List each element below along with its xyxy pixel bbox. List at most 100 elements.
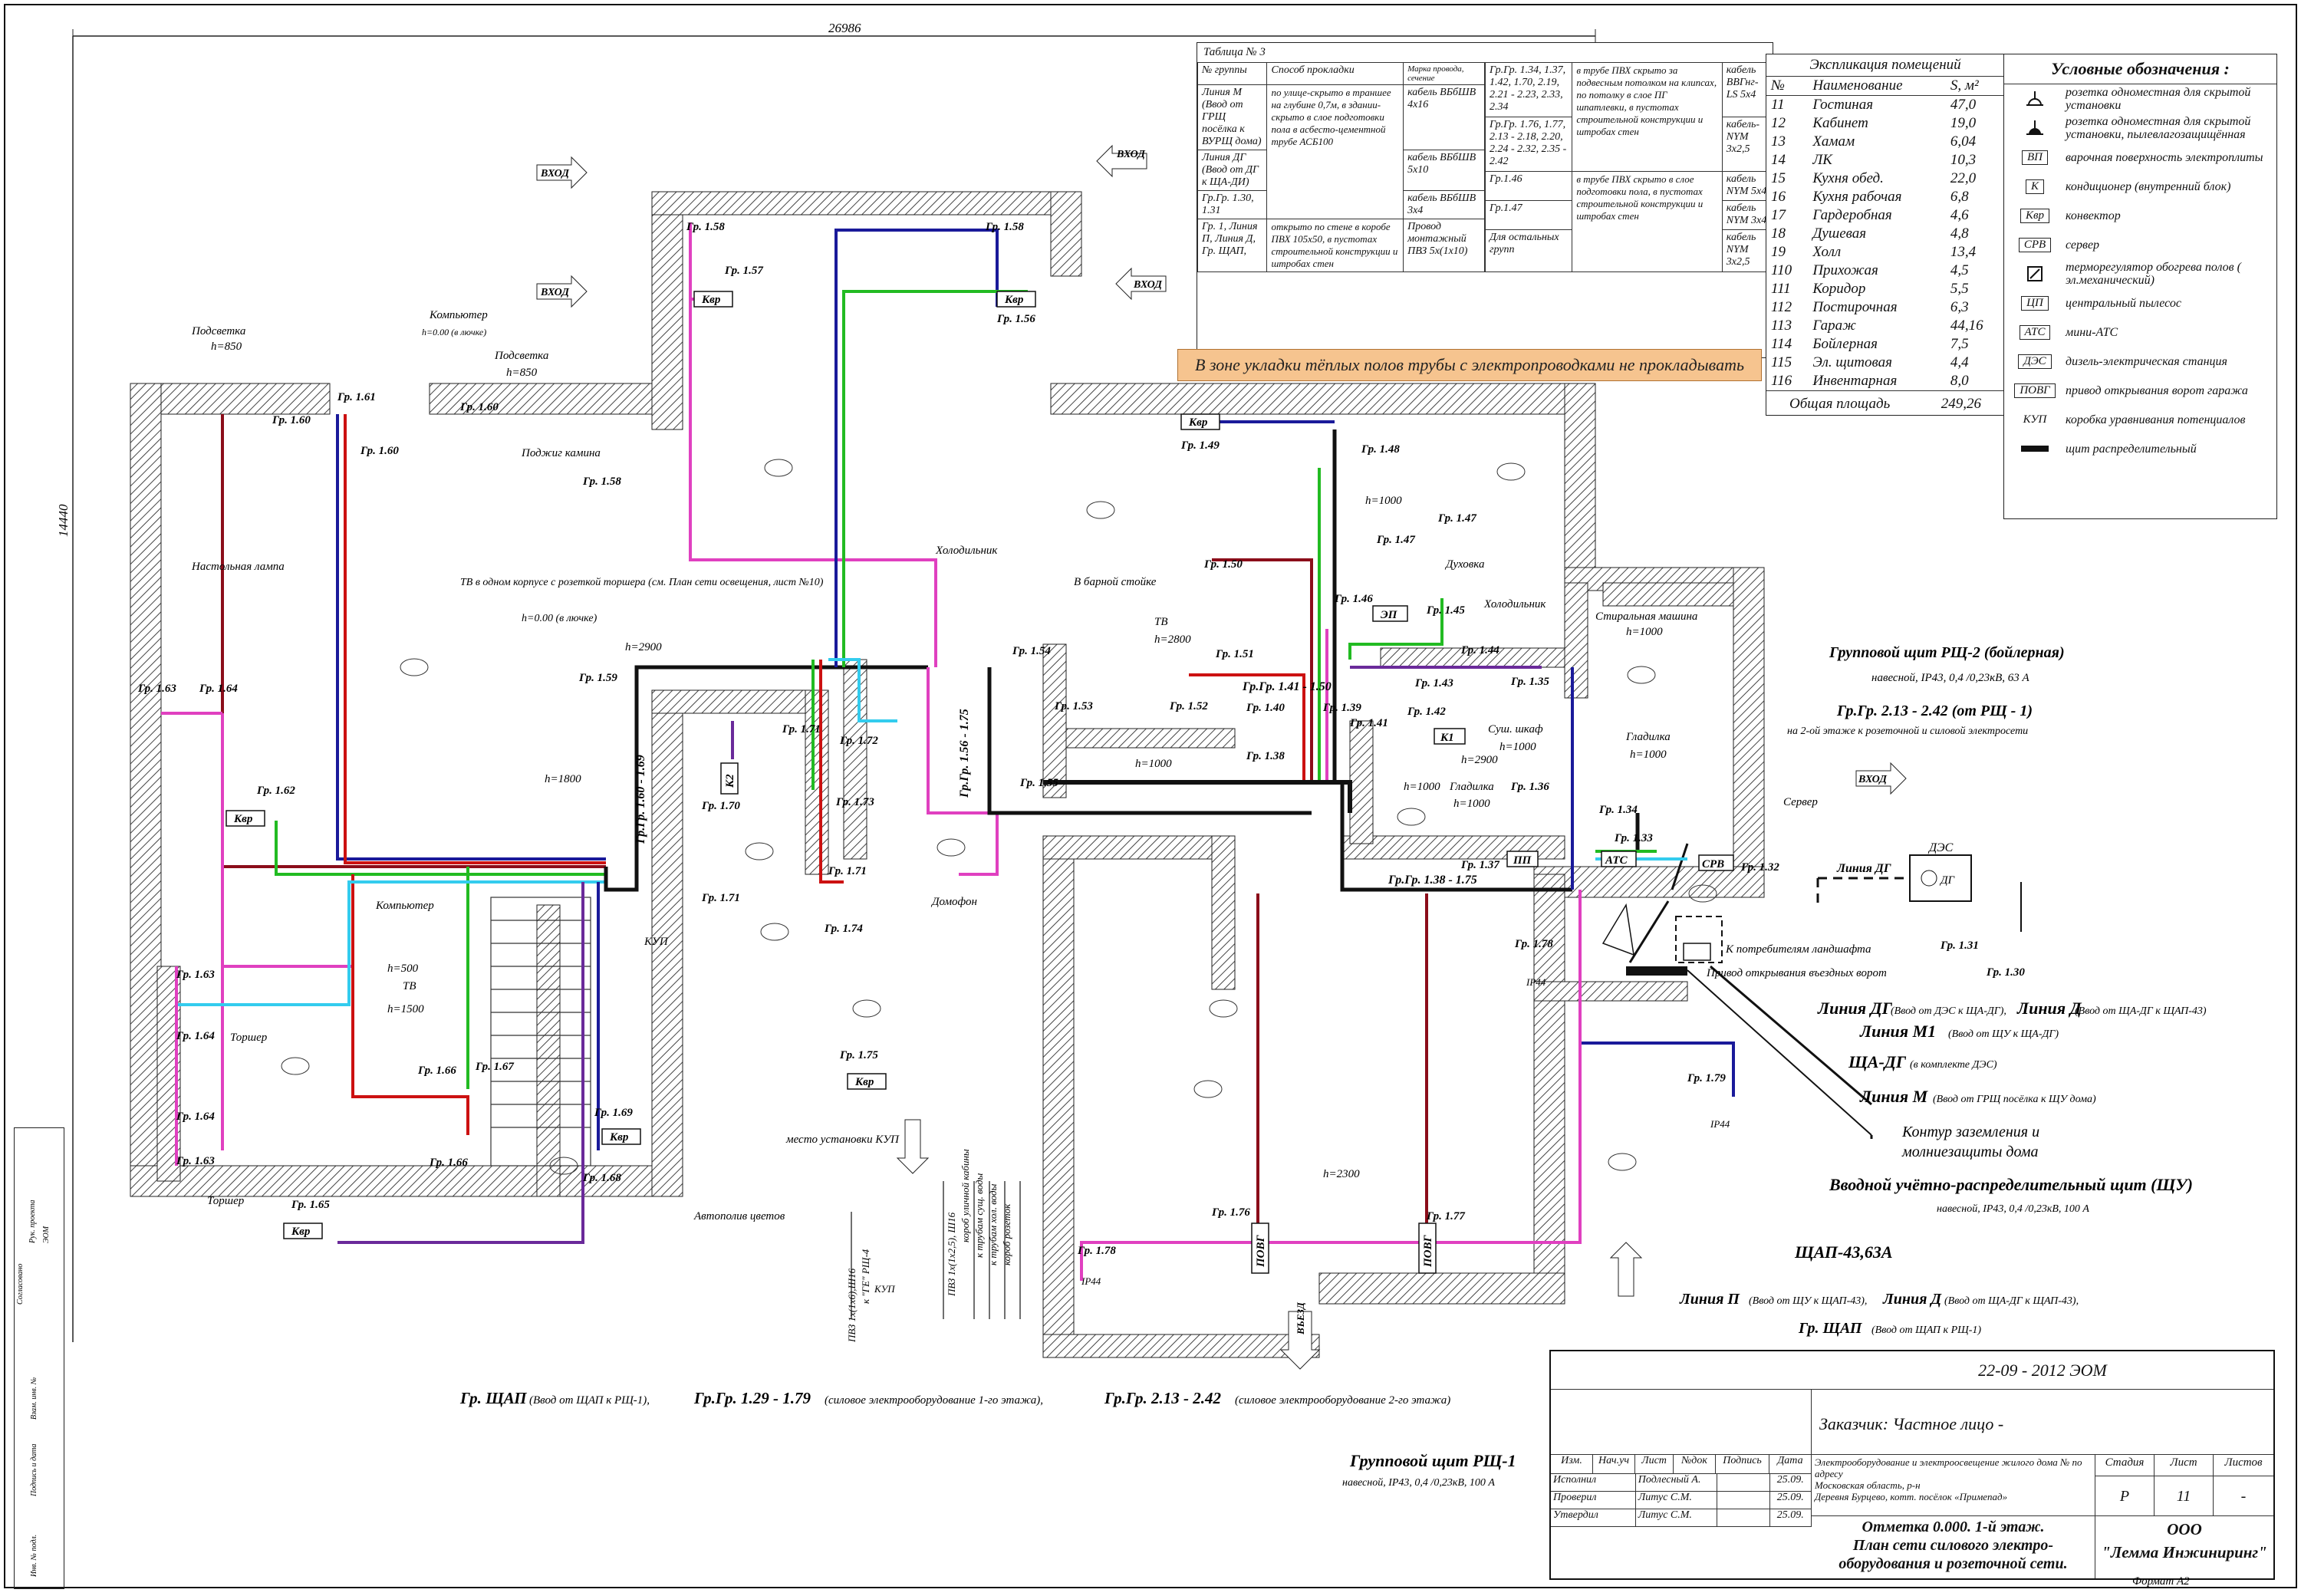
table-cell: Провод монтажный ПВЗ 5х(1х10) <box>1403 219 1485 272</box>
svg-text:к трубам хол. воды: к трубам хол. воды <box>987 1183 999 1265</box>
svg-text:(Ввод от ЩА-ДГ к ЩАП-43): (Ввод от ЩА-ДГ к ЩАП-43) <box>2075 1005 2207 1017</box>
explication-cell: Хамам <box>1812 133 1855 150</box>
label-gladilka: Гладилка <box>1449 781 1494 793</box>
legend-item: розетка одноместная для скрытой установк… <box>2004 114 2276 143</box>
svg-text:(Ввод от ЩА-ДГ к ЩАП-43),: (Ввод от ЩА-ДГ к ЩАП-43), <box>1944 1295 2079 1307</box>
svg-text:h=500: h=500 <box>387 963 419 975</box>
svg-text:Квр: Квр <box>233 813 253 825</box>
legend-symbol: АТС <box>2004 324 2066 340</box>
svg-text:(в комплекте ДЭС): (в комплекте ДЭС) <box>1910 1059 1997 1071</box>
note-gate: Привод открывания въездных ворот <box>1706 967 1887 979</box>
drive-arrow: ВЪЕЗД <box>1279 1301 1321 1370</box>
entry-arrow <box>1609 1242 1643 1297</box>
wall <box>1602 582 1734 607</box>
table-cell: в трубе ПВХ скрыто за подвесным потолком… <box>1572 61 1723 173</box>
legend-text: дизель-электрическая станция <box>2066 354 2227 368</box>
explication-cell: 17 <box>1771 207 1786 223</box>
svg-text:навесной, IP43, 0,4 /0,23кВ, 6: навесной, IP43, 0,4 /0,23кВ, 63 А <box>1871 672 2030 684</box>
table-cell: кабель ВБбШВ 4х16 <box>1403 84 1485 150</box>
svg-text:короб уличной кабины: короб уличной кабины <box>960 1149 971 1242</box>
stamp-role: Исполнил <box>1551 1474 1636 1491</box>
table-cell: Гр.1.46 <box>1484 171 1573 202</box>
explication-cell: 10,3 <box>1950 152 1977 168</box>
label-torsher: Торшер <box>230 1032 268 1044</box>
legend-text: центральный пылесос <box>2066 296 2181 310</box>
devices: Квр Квр Квр Квр Квр Квр Квр К2 К1 ЭП ПП … <box>225 291 1734 1274</box>
explication-cell: 18 <box>1771 225 1786 242</box>
device-ats: АТС <box>1601 851 1637 867</box>
explication-cell: 114 <box>1771 336 1792 352</box>
wall <box>1065 728 1236 749</box>
label-avtopoliv: Автополив цветов <box>693 1210 785 1223</box>
group-label: Гр. 1.75 <box>839 1049 878 1061</box>
wall <box>429 383 660 415</box>
table-cell: кабель NYM 5х4 <box>1721 171 1773 202</box>
svg-text:короб розеток: короб розеток <box>1001 1203 1012 1265</box>
sheet-frame <box>4 4 2297 1588</box>
explication-cell: 22,0 <box>1950 170 1977 186</box>
label-tv-note: ТВ в одном корпусе с розеткой торшера (с… <box>460 577 824 588</box>
svg-text:К1: К1 <box>1440 732 1454 744</box>
group-label: Гр. 1.55 <box>1019 777 1058 789</box>
dimension-height: 14440 <box>56 36 74 1342</box>
note-gr-schap: Гр. ЩАП <box>1798 1320 1863 1337</box>
sheet-label: Лист <box>2155 1455 2214 1476</box>
svg-text:ВХОД: ВХОД <box>540 287 569 298</box>
explication-cell: 4,8 <box>1950 225 1969 242</box>
svg-text:h=1000: h=1000 <box>1365 495 1402 507</box>
device-povg: ПОВГ <box>1251 1223 1269 1274</box>
group-label: Гр. 1.78 <box>1077 1245 1116 1257</box>
thermo-symbol <box>2004 265 2066 283</box>
explication-cell: Гараж <box>1812 318 1856 334</box>
wall <box>1533 866 1765 898</box>
run-label: Гр.Гр. 1.41 - 1.50 <box>1242 680 1332 693</box>
note-kontur: Контур заземления и <box>1901 1124 2039 1140</box>
svg-text:ПОВГ: ПОВГ <box>1255 1234 1267 1268</box>
group-label: Гр. 1.62 <box>256 785 295 797</box>
dimension-height-label: 14440 <box>56 504 71 537</box>
legend-list: розетка одноместная для скрытой установк… <box>2004 84 2276 463</box>
explication-cell: Эл. щитовая <box>1812 354 1892 370</box>
legend-symbol: Квр <box>2004 208 2066 223</box>
table-3-header: Способ прокладки <box>1266 62 1404 85</box>
explication-cell: Кухня обед. <box>1812 170 1884 186</box>
svg-text:КУП: КУП <box>874 1283 896 1295</box>
legend-text: привод открывания ворот гаража <box>2066 383 2248 397</box>
total-value: 249,26 <box>1941 396 1981 412</box>
svg-text:Гр. ЩАП: Гр. ЩАП <box>459 1389 527 1407</box>
legend-item: терморегулятор обогрева полов ( эл.механ… <box>2004 259 2276 288</box>
label-podzhig: Поджиг камина <box>521 447 601 459</box>
group-label: Гр. 1.79 <box>1687 1072 1726 1084</box>
legend-symbol: К <box>2004 179 2066 194</box>
dimension-width: 26986 <box>72 21 1596 44</box>
explication-cell: Инвентарная <box>1812 373 1898 389</box>
group-label: Гр. 1.50 <box>1203 558 1243 571</box>
wall <box>1533 874 1565 1305</box>
group-label: Гр. 1.76 <box>1211 1206 1250 1219</box>
svg-text:ВХОД: ВХОД <box>1116 149 1145 160</box>
explication-cell: 111 <box>1771 281 1791 297</box>
group-label: Гр. 1.41 <box>1349 717 1388 729</box>
panel-symbol <box>2004 443 2066 454</box>
group-label: Гр. 1.66 <box>429 1157 468 1169</box>
approval-field: Взам. инв. № <box>30 1377 38 1420</box>
table-cell: в трубе ПВХ скрыто в слое подготовки пол… <box>1572 171 1723 272</box>
legend-text: мини-АТС <box>2066 325 2118 339</box>
cable-pink <box>689 222 937 667</box>
device-pp: ПП <box>1506 851 1539 867</box>
table-cell: Для остальных групп <box>1484 229 1573 272</box>
group-label: Гр. 1.53 <box>1054 700 1093 712</box>
explication-cell: 4,6 <box>1950 207 1969 223</box>
group-label: Гр. 1.52 <box>1169 700 1208 712</box>
svg-text:Квр: Квр <box>1188 416 1208 429</box>
stamp-date: 25.09. <box>1770 1474 1812 1491</box>
svg-text:h=1000: h=1000 <box>1499 741 1536 753</box>
